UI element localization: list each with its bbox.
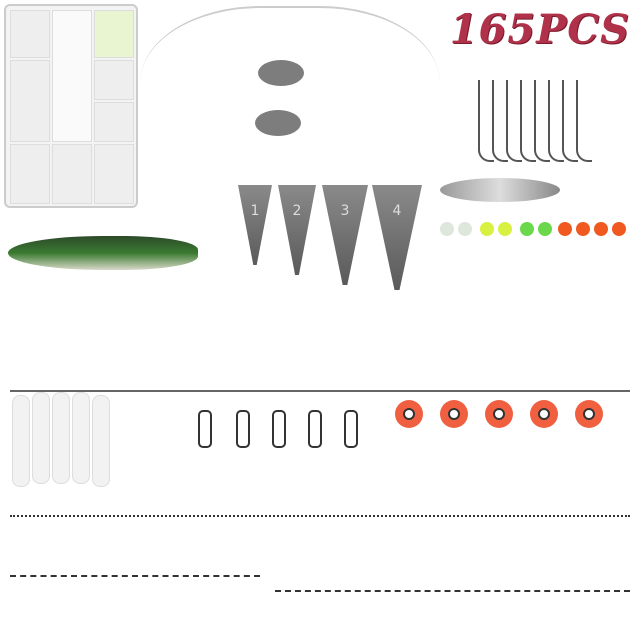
product-count-title: 165PCS [449,6,630,53]
snaps [275,590,630,632]
leader-wires [140,6,440,198]
crankbait-lure [8,236,198,270]
hooks-top-right [478,80,628,170]
hooks-row [10,290,630,392]
three-way-swivels [10,515,630,557]
barrel-swivels [10,575,260,632]
spoon-lure [440,178,560,202]
tackle-box [4,4,138,208]
